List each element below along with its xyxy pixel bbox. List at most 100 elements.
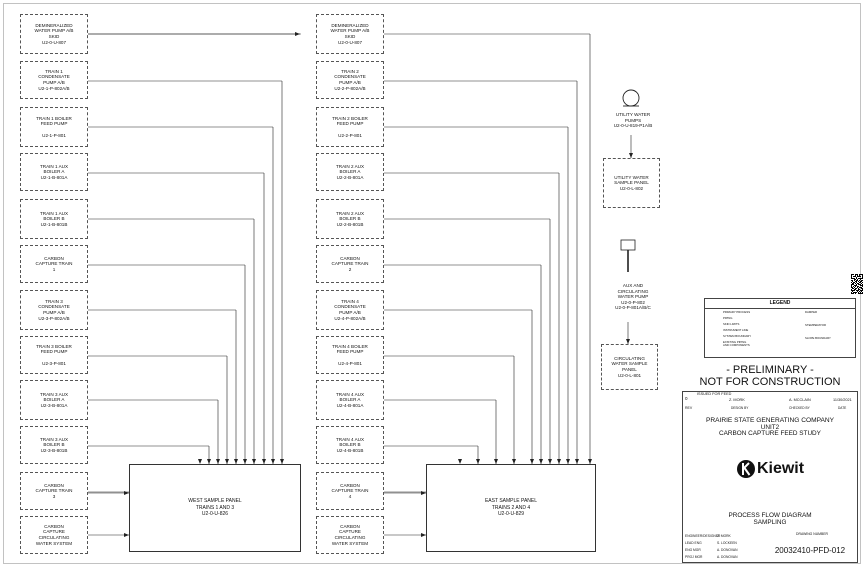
qr-module	[852, 283, 853, 284]
qr-module	[855, 289, 856, 290]
drawing-title-line2: SAMPLING	[753, 519, 787, 526]
qr-module	[862, 293, 863, 294]
source-box-left-9: TRAIN 3 AUX BOILER A U2-3-B-801A	[20, 380, 88, 420]
qr-module	[857, 283, 858, 284]
qr-module	[862, 289, 863, 290]
qr-module	[857, 286, 858, 287]
qr-module	[861, 281, 862, 282]
kiewit-logo: Kiewit	[705, 456, 835, 482]
qr-module	[860, 287, 861, 288]
qr-module	[858, 290, 859, 291]
source-box-left-12: CARBON CAPTURE CIRCULATING WATER SYSTEM	[20, 516, 88, 554]
qr-module	[856, 282, 857, 283]
issued-for: ISSUED FOR FEED	[697, 392, 732, 396]
source-box-left-7: TRAIN 3 CONDENSATE PUMP A/B U2-3-P-802A/…	[20, 290, 88, 330]
sheet-border	[3, 3, 861, 564]
source-box-left-12-label: CARBON CAPTURE CIRCULATING WATER SYSTEM	[35, 523, 73, 546]
qr-module	[851, 284, 852, 285]
qr-module	[862, 278, 863, 279]
qr-module	[856, 285, 857, 286]
qr-module	[852, 290, 853, 291]
qr-module	[858, 293, 859, 294]
source-box-middle-1: DEMINERALIZED WATER PUMP A/B SKID U2-0-U…	[316, 14, 384, 54]
source-box-left-5-label: TRAIN 1 AUX BOILER B U2-1-B-801B	[39, 210, 69, 227]
legend-left-item-1: PRIMARY PROCESS	[723, 310, 751, 314]
source-box-left-6: CARBON CAPTURE TRAIN 1	[20, 245, 88, 283]
qr-module	[851, 285, 852, 286]
legend-left-item-5: SYSTEM BOUNDARY	[723, 334, 752, 338]
signoff-name: A. DONOVAN	[717, 548, 738, 552]
arrow-left-4	[262, 459, 266, 464]
qr-module	[860, 279, 861, 280]
source-box-left-4-label: TRAIN 1 AUX BOILER A U2-1-B-801A	[39, 163, 69, 180]
qr-module	[853, 276, 854, 277]
qr-module	[851, 289, 852, 290]
source-box-left-11: CARBON CAPTURE TRAIN 3	[20, 472, 88, 510]
qr-module	[854, 287, 855, 288]
arrow-middle-6	[539, 459, 543, 464]
qr-module	[859, 287, 860, 288]
arrow-left-circulating	[124, 533, 129, 537]
source-box-left-3-label: TRAIN 1 BOILER FEED PUMP U2-1-P-801	[36, 115, 72, 138]
qr-module	[861, 288, 862, 289]
arrow-left-6	[243, 459, 247, 464]
qr-module	[858, 276, 859, 277]
utility-water-sample-panel: UTILITY WATER SAMPLE PANEL U2-0-L-802	[603, 158, 660, 208]
qr-module	[862, 292, 863, 293]
qr-module	[853, 286, 854, 287]
source-box-left-3: TRAIN 1 BOILER FEED PUMP U2-1-P-801	[20, 107, 88, 147]
source-box-middle-12-label: CARBON CAPTURE CIRCULATING WATER SYSTEM	[331, 523, 369, 546]
source-box-middle-3-label: TRAIN 2 BOILER FEED PUMP U2-2-P-801	[332, 115, 368, 138]
kiewit-logo-mark	[736, 460, 755, 478]
qr-module	[862, 290, 863, 291]
qr-module	[851, 286, 852, 287]
qr-module	[858, 283, 859, 284]
qr-module	[853, 293, 854, 294]
signoff-row: ENG MGR A. DONOVAN	[685, 547, 761, 554]
qr-module	[854, 290, 855, 291]
qr-module	[860, 285, 861, 286]
title-block: 0 ISSUED FOR FEED Z. MORK A. MCCLAIN 11/…	[682, 391, 858, 563]
source-box-left-7-label: TRAIN 3 CONDENSATE PUMP A/B U2-3-P-802A/…	[38, 298, 70, 321]
qr-module	[862, 285, 863, 286]
kiewit-logo-text: Kiewit	[756, 460, 805, 477]
arrow-middle-circulating	[421, 533, 426, 537]
qr-module	[853, 274, 854, 275]
qr-module	[854, 276, 855, 277]
west-sample-panel: WEST SAMPLE PANEL TRAINS 1 AND 3 U2-0-U-…	[129, 464, 301, 552]
qr-module	[851, 282, 852, 283]
qr-module	[856, 290, 857, 291]
legend-title: LEGEND	[705, 300, 855, 309]
arrow-middle-7	[530, 459, 534, 464]
signoff-role: ENG MGR	[685, 548, 701, 552]
qr-module	[857, 287, 858, 288]
qr-module	[857, 291, 858, 292]
source-box-left-10-label: TRAIN 3 AUX BOILER B U2-3-B-801B	[39, 436, 69, 453]
legend-left-item-6: EXISTING PIPING AND COMPONENTS	[723, 340, 750, 348]
qr-module	[858, 289, 859, 290]
qr-module	[852, 278, 853, 279]
signoff-role: ENGINEER/DESIGNER	[685, 534, 721, 538]
qr-module	[860, 290, 861, 291]
qr-module	[851, 293, 852, 294]
qr-module	[851, 280, 852, 281]
source-box-middle-4: TRAIN 2 AUX BOILER A U2-2-B-801A	[316, 153, 384, 191]
qr-module	[859, 276, 860, 277]
qr-module	[857, 274, 858, 275]
qr-module	[861, 285, 862, 286]
legend-right-item-1: DAMPER	[805, 310, 817, 314]
qr-module	[859, 275, 860, 276]
source-box-middle-8-label: TRAIN 4 BOILER FEED PUMP U2-4-P-801	[332, 343, 368, 366]
east-sample-panel-label: EAST SAMPLE PANEL TRAINS 2 AND 4 U2-0-U-…	[484, 498, 538, 518]
qr-module	[853, 290, 854, 291]
qr-module	[862, 277, 863, 278]
qr-module	[857, 276, 858, 277]
qr-module	[856, 281, 857, 282]
qr-module	[851, 290, 852, 291]
circ-panel-label: CIRCULATING WATER SAMPLE PANEL U2-0-L-80…	[611, 355, 648, 378]
source-box-left-11-label: CARBON CAPTURE TRAIN 3	[35, 482, 73, 499]
qr-module	[861, 283, 862, 284]
design-by-header: DESIGN BY	[731, 406, 749, 410]
